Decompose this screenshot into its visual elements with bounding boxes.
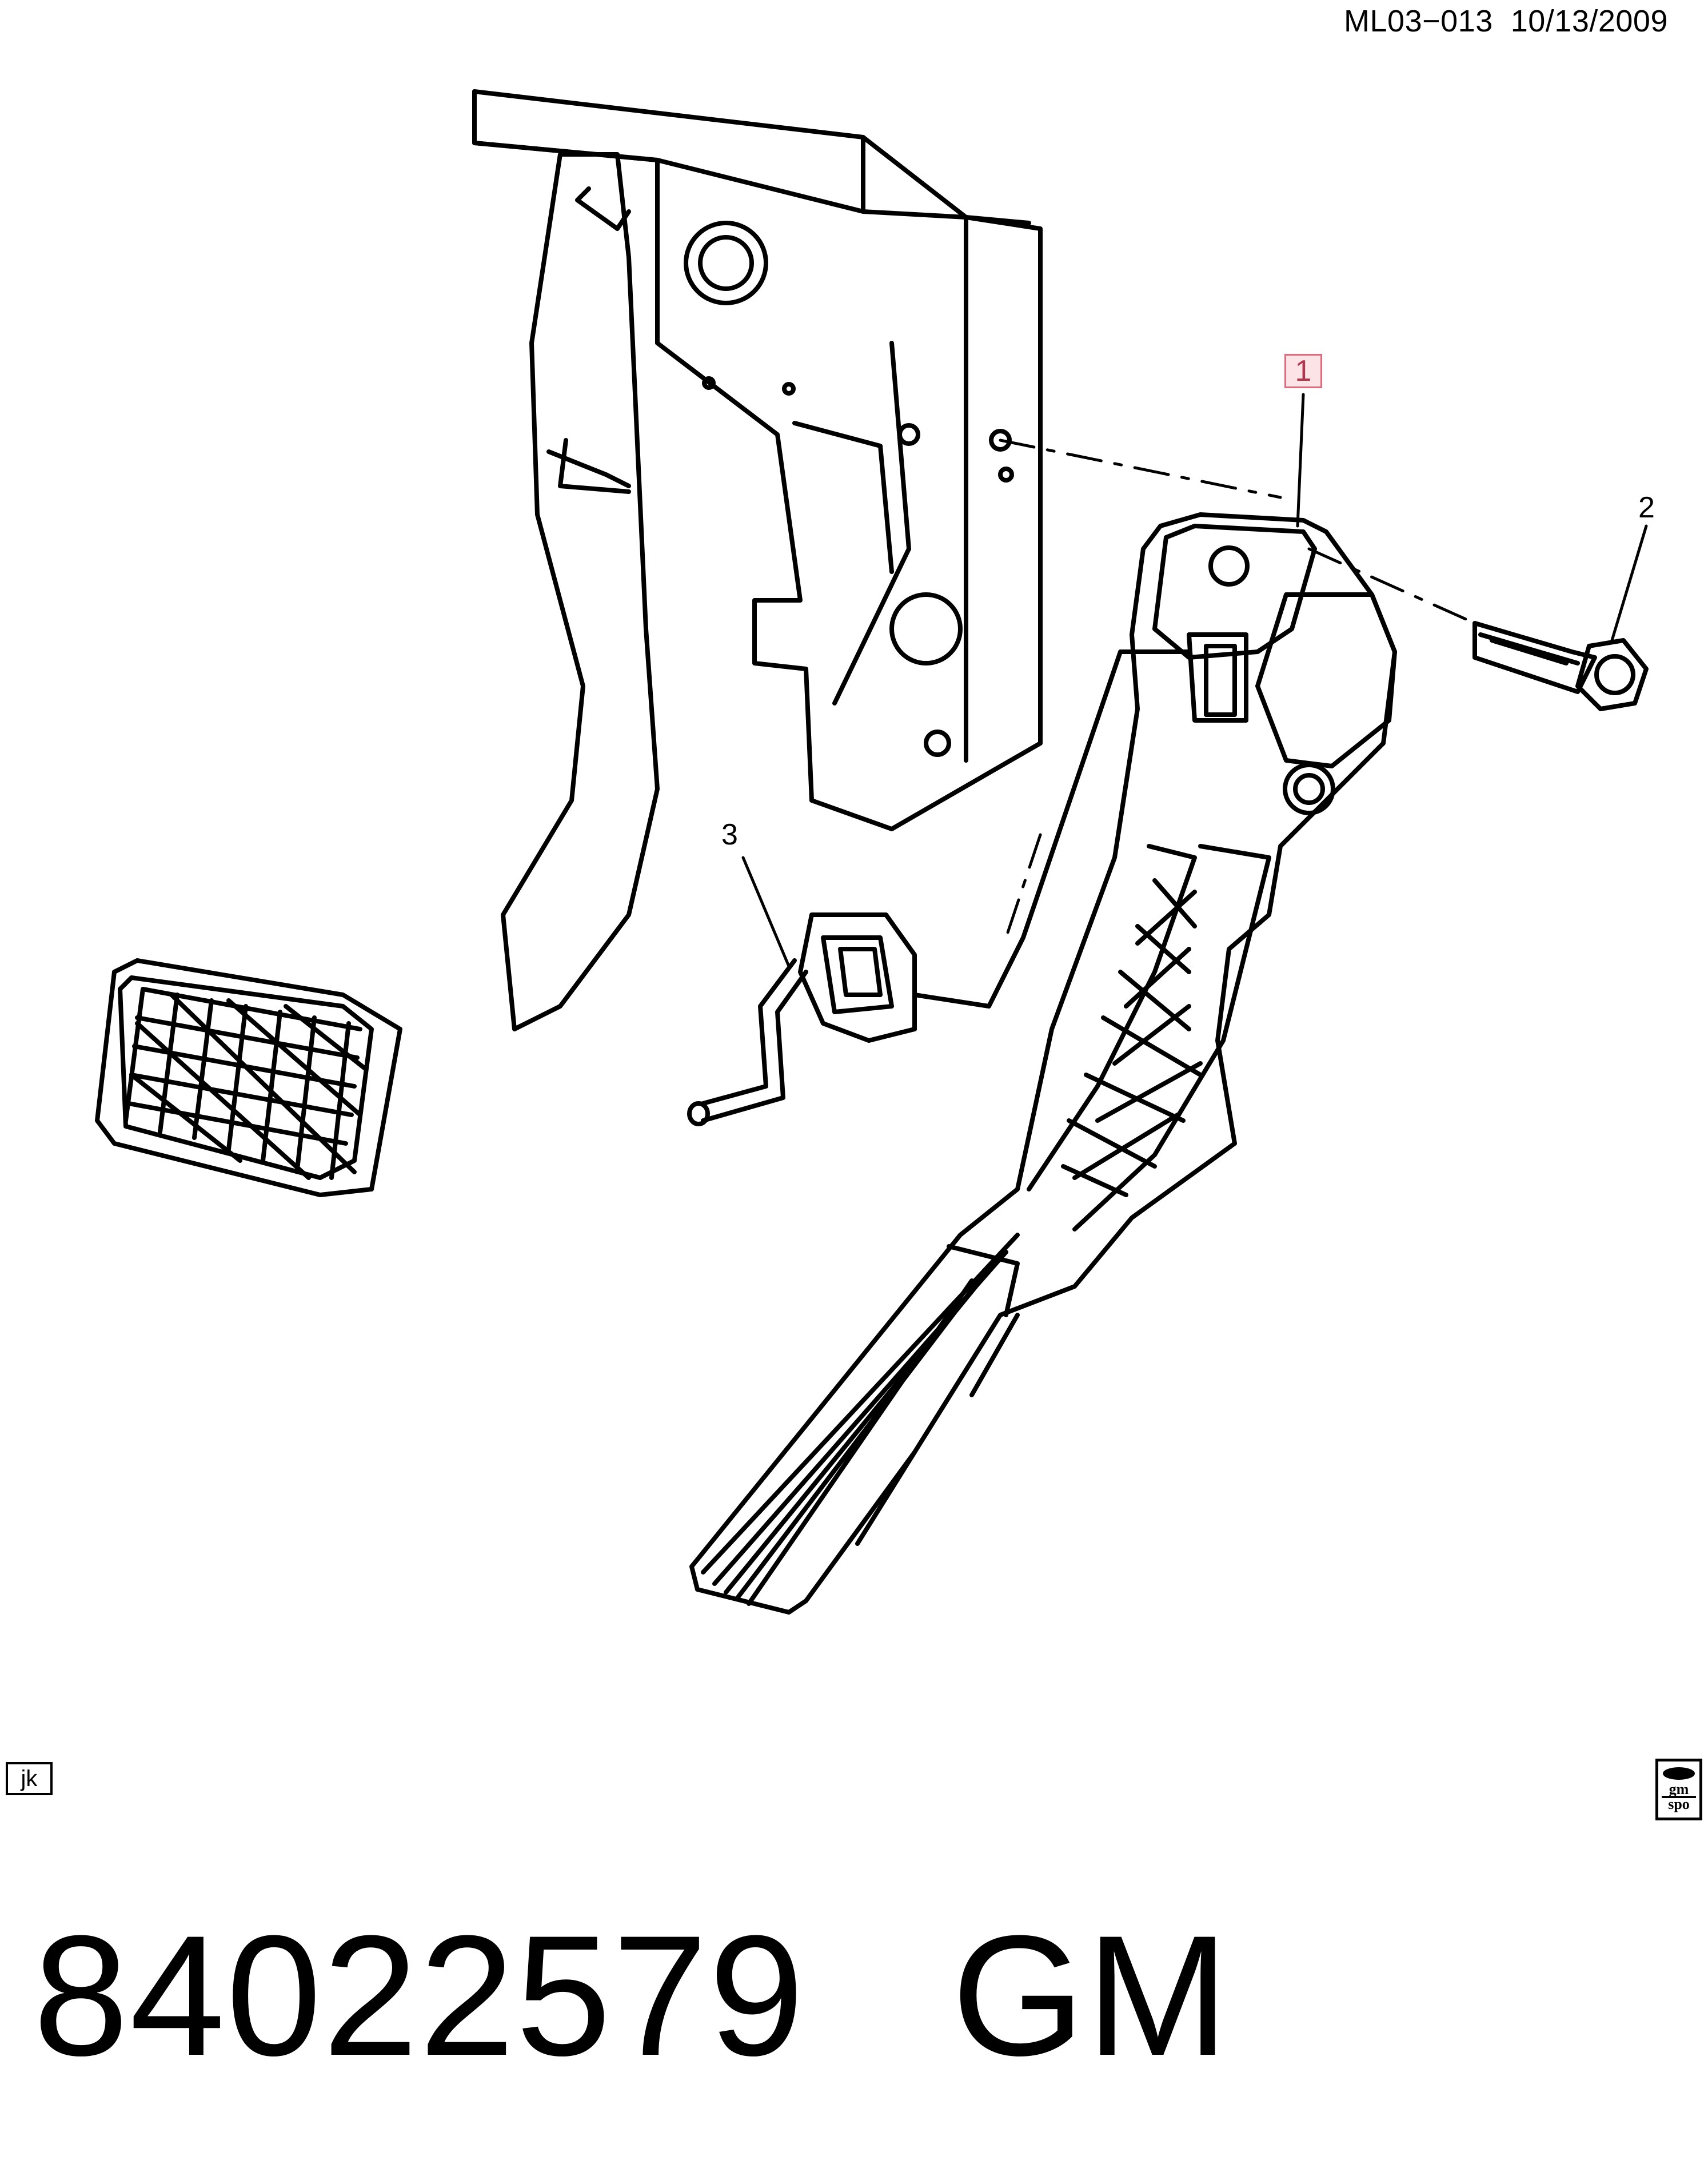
gm-spo-logo-icon: gm spo: [1655, 1759, 1702, 1820]
wiring-connector: [687, 649, 1191, 1126]
brake-pedal-pad: [95, 958, 402, 1197]
callout-3-connector: 3: [721, 818, 738, 851]
diagram-code-and-date: ML03−013 10/13/2009: [1344, 4, 1668, 38]
jk-badge: jk: [6, 1762, 53, 1795]
callout-2-bolt: 2: [1638, 491, 1655, 524]
bolt: [1472, 621, 1649, 711]
brake-pedal-bracket: [472, 89, 1043, 831]
brake-pedal-arm: [501, 152, 660, 1031]
callout-1-accelerator-pedal: 1: [1284, 354, 1322, 388]
part-number-and-brand: 84022579 GM: [33, 1899, 1231, 2091]
accelerator-pedal: [689, 512, 1397, 1615]
